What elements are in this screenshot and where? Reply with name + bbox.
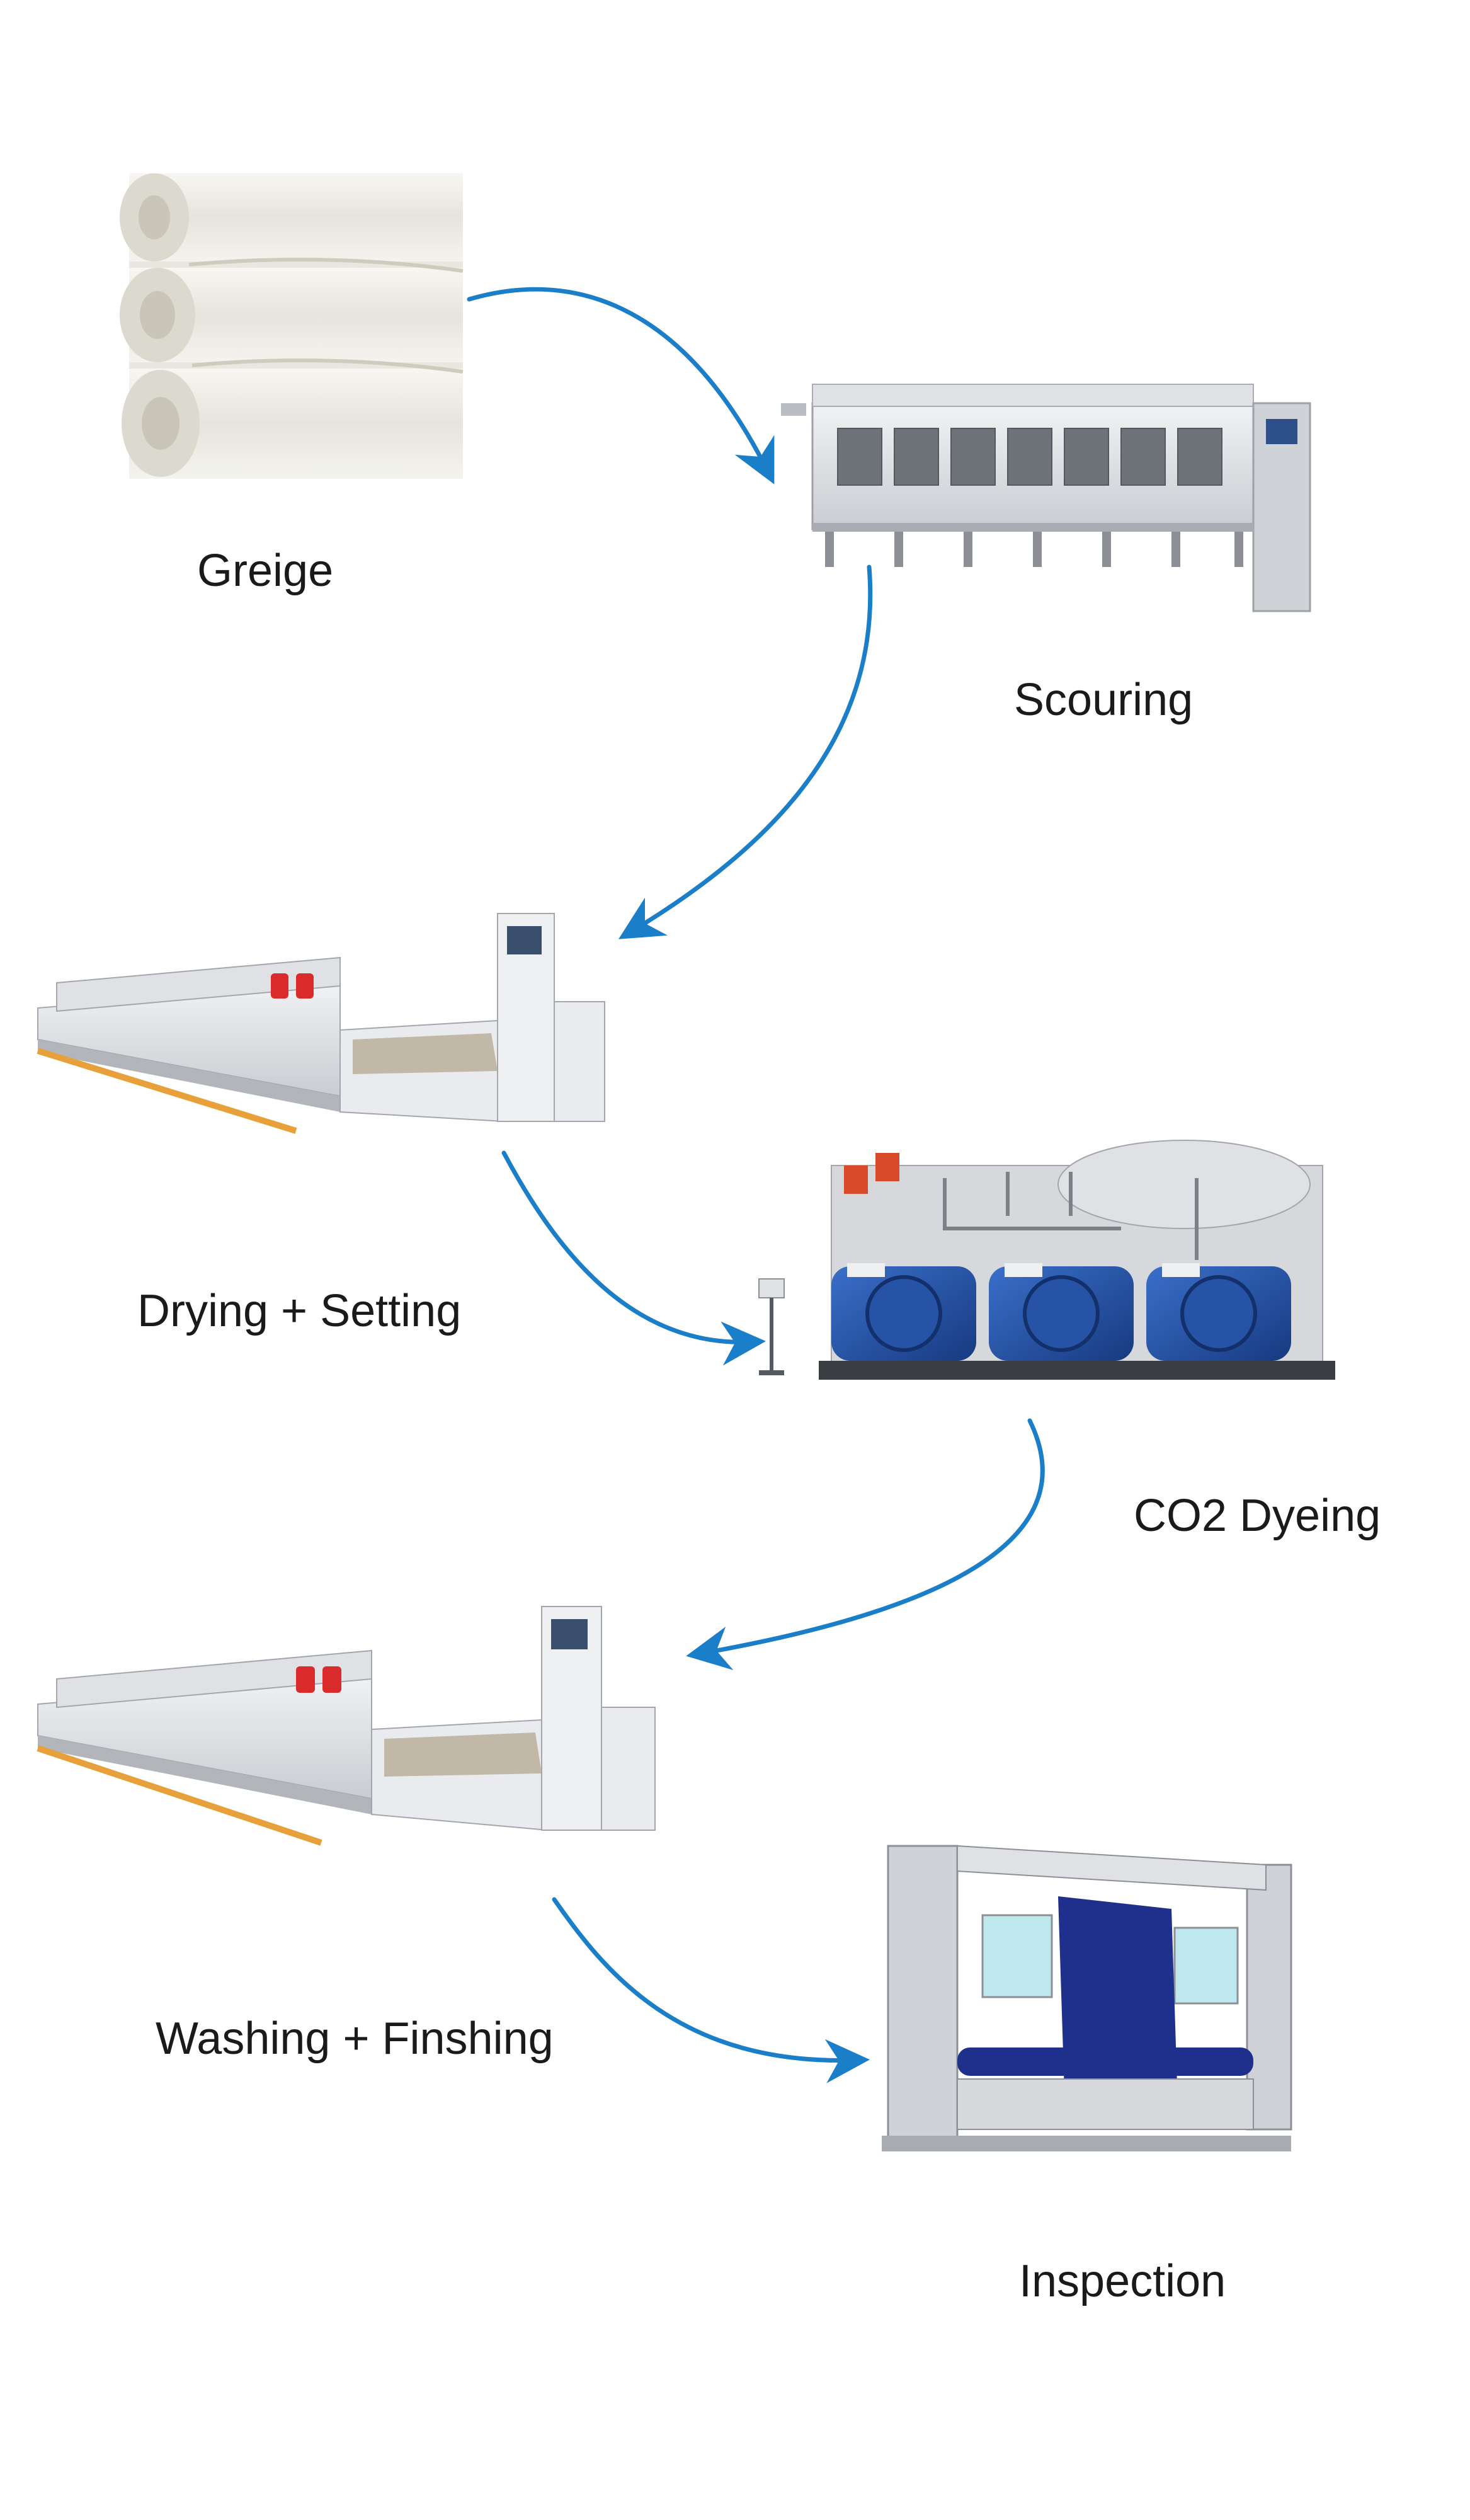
co2-dyeing-machine-image [758, 1140, 1335, 1380]
step-label-scouring: Scouring [1014, 675, 1194, 725]
arrow-greige-to-scouring [467, 287, 775, 484]
dye-vessel [1146, 1263, 1291, 1361]
scouring-machine-image [781, 384, 1311, 612]
step-label-drying-setting: Drying + Setting [137, 1286, 462, 1336]
arrow-co2-to-washing [686, 1418, 1045, 1670]
greige-fabric-image [120, 173, 464, 479]
arrow-scouring-to-drying [618, 564, 873, 939]
washing-finishing-machine-image [37, 1606, 656, 1846]
step-label-greige: Greige [197, 546, 334, 596]
step-label-inspection: Inspection [1019, 2256, 1226, 2306]
inspection-machine-image [882, 1845, 1292, 2151]
step-label-co2-dyeing: CO2 Dyeing [1134, 1491, 1381, 1541]
arrow-washing-to-inspection [552, 1897, 870, 2083]
step-label-washing-finishing: Washing + Finshing [156, 2013, 554, 2064]
arrow-drying-to-co2 [501, 1150, 766, 1366]
dye-vessel [831, 1263, 976, 1361]
drying-setting-machine-image [37, 913, 605, 1134]
dye-vessel [989, 1263, 1134, 1361]
